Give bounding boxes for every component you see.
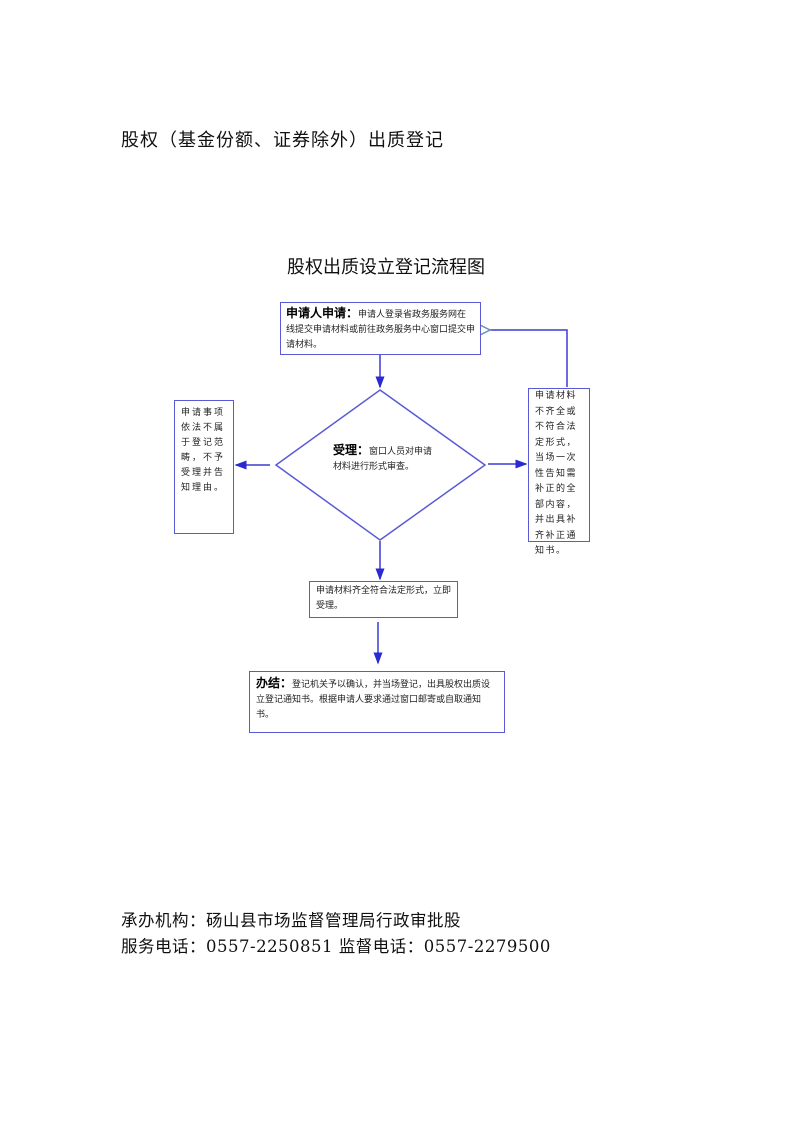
supplement-text: 申请材料不齐全或不符合法定形式，当场一次性告知需补正的全部内容，并出具补齐补正通… <box>535 391 578 556</box>
decision-diamond <box>274 389 487 541</box>
arrow-supplement-to-apply <box>490 330 568 387</box>
complete-label: 办结： <box>256 676 293 690</box>
apply-box: 申请人申请：申请人登录省政务服务网在线提交申请材料或前往政务服务中心窗口提交申请… <box>280 302 481 355</box>
apply-text: 申请人登录省政务服务网在线提交申请材料或前往政务服务中心窗口提交申请材料。 <box>286 310 476 350</box>
document-title: 股权（基金份额、证券除外）出质登记 <box>121 130 444 151</box>
accepted-text: 申请材料齐全符合法定形式，立即受理。 <box>316 586 452 611</box>
footer-org: 承办机构：砀山县市场监督管理局行政审批股 <box>121 911 461 930</box>
reject-box: 申请事项依法不属于登记范畴，不予受理并告知理由。 <box>174 400 234 534</box>
flowchart-title: 股权出质设立登记流程图 <box>287 257 485 278</box>
complete-box: 办结：登记机关予以确认，并当场登记，出具股权出质设立登记通知书。根据申请人要求通… <box>249 671 505 733</box>
supplement-box: 申请材料不齐全或不符合法定形式，当场一次性告知需补正的全部内容，并出具补齐补正通… <box>528 388 590 556</box>
check-text: 窗口人员对申请材料进行形式审查。 <box>333 447 433 472</box>
footer-phones: 服务电话：0557-2250851 监督电话：0557-2279500 <box>121 937 551 956</box>
check-box: 受理：窗口人员对申请材料进行形式审查。 <box>333 443 433 475</box>
reject-text: 申请事项依法不属于登记范畴，不予受理并告知理由。 <box>181 408 226 493</box>
apply-label: 申请人申请： <box>286 306 359 320</box>
complete-text: 登记机关予以确认，并当场登记，出具股权出质设立登记通知书。根据申请人要求通过窗口… <box>256 680 491 720</box>
accepted-box: 申请材料齐全符合法定形式，立即受理。 <box>309 581 458 618</box>
check-label: 受理： <box>333 443 370 457</box>
